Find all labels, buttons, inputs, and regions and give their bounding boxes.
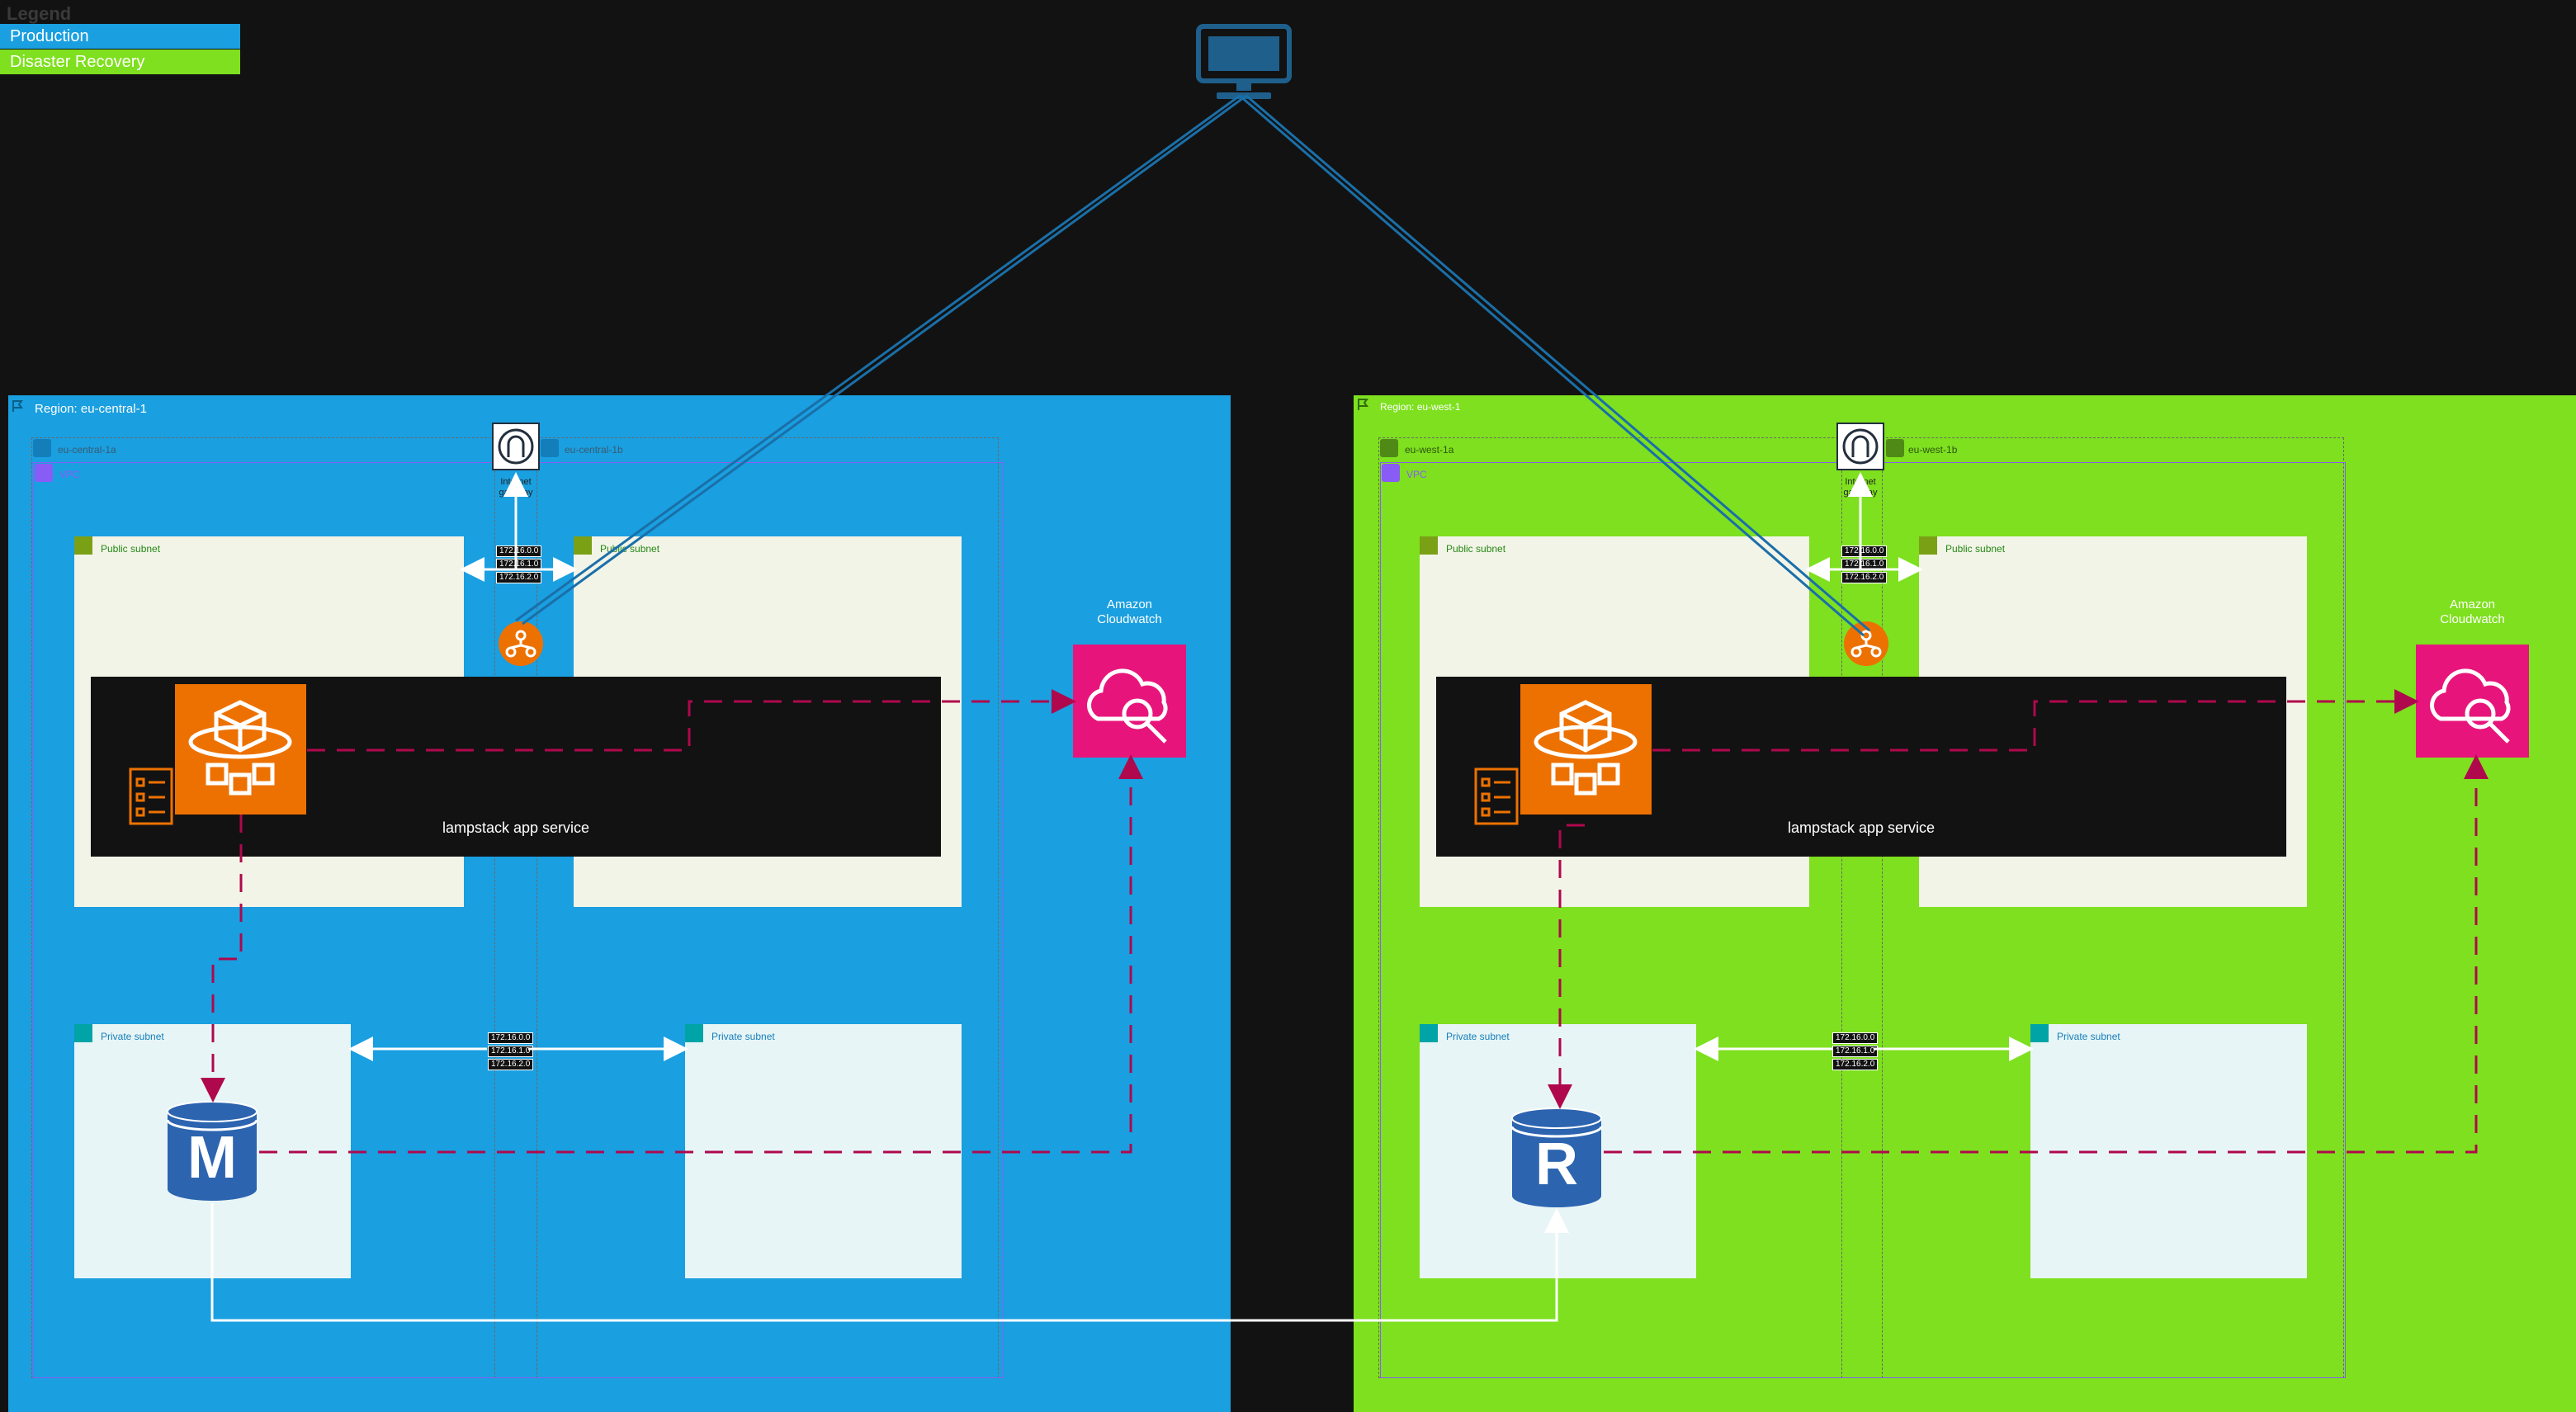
lock-icon: [574, 536, 592, 555]
lock-icon: [2030, 1024, 2049, 1042]
cloudwatch-label: Amazon Cloudwatch: [2440, 597, 2505, 626]
route-cidr: 172.16.0.0: [496, 545, 542, 557]
public-subnet-b-label: Public subnet: [600, 543, 660, 555]
route-cidr: 172.16.1.0: [1832, 1046, 1879, 1057]
public-subnet-b-label: Public subnet: [1945, 543, 2006, 555]
availability-zone-icon: [541, 439, 559, 457]
private-subnet-a-label: Private subnet: [1446, 1031, 1510, 1042]
az-b-label: eu-central-1b: [565, 444, 623, 456]
route-cidr: 172.16.2.0: [496, 572, 542, 583]
monitor-icon[interactable]: [1195, 23, 1293, 102]
route-cidr: 172.16.1.0: [1841, 559, 1888, 570]
availability-zone-icon: [1886, 439, 1904, 457]
availability-zone-icon: [33, 439, 51, 457]
route-cidr: 172.16.2.0: [488, 1059, 534, 1070]
vpc-icon: [1382, 464, 1400, 482]
az-a-label: eu-west-1a: [1405, 444, 1454, 456]
route-cidr: 172.16.2.0: [1841, 572, 1888, 583]
private-subnet-b-label: Private subnet: [711, 1031, 775, 1042]
cloudwatch-icon[interactable]: [2416, 645, 2529, 758]
vpc-label: VPC: [59, 469, 80, 480]
vpc-icon: [35, 464, 53, 482]
private-subnet-b-label: Private subnet: [2057, 1031, 2120, 1042]
fargate-icon[interactable]: [175, 684, 306, 815]
load-balancer-icon[interactable]: [1843, 621, 1889, 667]
internet-gateway-icon[interactable]: [1836, 423, 1884, 470]
fargate-icon[interactable]: [1520, 684, 1652, 815]
task-definition-icon: [129, 767, 175, 827]
database-letter: R: [1535, 1131, 1578, 1197]
internet-gateway-icon[interactable]: [492, 423, 540, 470]
legend-item-production: Production: [0, 24, 240, 49]
legend-title: Legend: [7, 3, 72, 24]
lock-icon: [1420, 536, 1438, 555]
route-cidr: 172.16.1.0: [488, 1046, 534, 1057]
lock-icon: [1919, 536, 1937, 555]
availability-zone-icon: [1380, 439, 1398, 457]
service-label: lampstack app service: [1787, 819, 1936, 836]
private-subnet-b: [685, 1024, 962, 1278]
region-title: Region: eu-west-1: [1380, 401, 1461, 413]
legend-item-disaster-recovery: Disaster Recovery: [0, 50, 240, 74]
vpc-label: VPC: [1406, 469, 1427, 480]
region-flag-icon: [1357, 398, 1368, 411]
igw-label: Internet gateway: [499, 477, 533, 498]
service-label: lampstack app service: [442, 819, 590, 836]
cloudwatch-label: Amazon Cloudwatch: [1097, 597, 1162, 626]
load-balancer-icon[interactable]: [498, 621, 544, 667]
public-subnet-a-label: Public subnet: [1446, 543, 1506, 555]
az-a-label: eu-central-1a: [58, 444, 116, 456]
region-flag-icon: [12, 399, 23, 413]
lock-icon: [74, 536, 92, 555]
lock-icon: [74, 1024, 92, 1042]
private-subnet-a-label: Private subnet: [101, 1031, 164, 1042]
route-cidr: 172.16.0.0: [488, 1032, 534, 1044]
private-subnet-b: [2030, 1024, 2307, 1278]
route-cidr: 172.16.0.0: [1832, 1032, 1879, 1044]
cloudwatch-icon[interactable]: [1073, 645, 1186, 758]
task-definition-icon: [1474, 767, 1520, 827]
route-cidr: 172.16.0.0: [1841, 545, 1888, 557]
public-subnet-a-label: Public subnet: [101, 543, 161, 555]
igw-label: Internet gateway: [1843, 477, 1878, 498]
lock-icon: [685, 1024, 703, 1042]
route-cidr: 172.16.1.0: [496, 559, 542, 570]
region-title: Region: eu-central-1: [35, 402, 147, 416]
database-letter: M: [187, 1125, 237, 1191]
az-b-label: eu-west-1b: [1908, 444, 1958, 456]
database-icon[interactable]: [165, 1100, 259, 1203]
lock-icon: [1420, 1024, 1438, 1042]
route-cidr: 172.16.2.0: [1832, 1059, 1879, 1070]
